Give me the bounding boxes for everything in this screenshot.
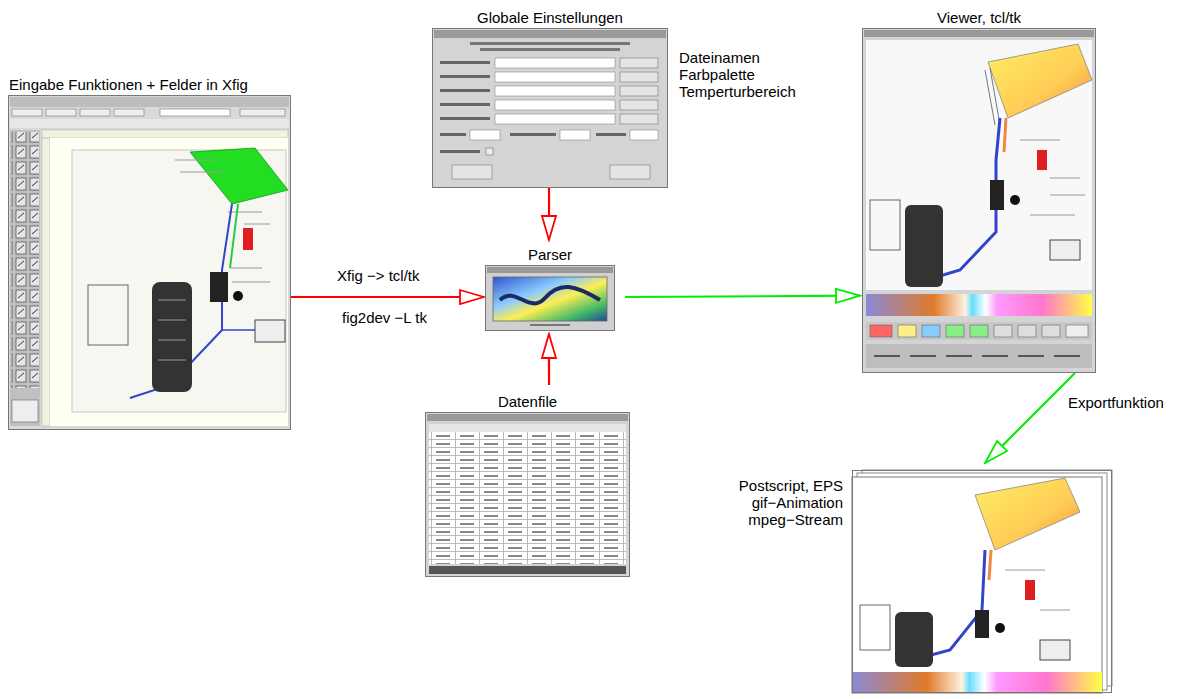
viewer-screenshot bbox=[862, 28, 1096, 373]
window-title: Eingabe Funktionen + Felder in Xfig bbox=[9, 76, 248, 93]
flow-arrow bbox=[548, 188, 550, 240]
edge-label: Xfig −> tcl/tk bbox=[335, 267, 422, 284]
window-title: Parser bbox=[528, 246, 572, 263]
screenshot-window: Parser bbox=[485, 265, 615, 331]
screenshot-window: Globale EinstellungenDateinamen Farbpale… bbox=[432, 28, 668, 188]
datafile-screenshot bbox=[425, 412, 630, 577]
screenshot-window: Postscript, EPS gif−Animation mpeg−Strea… bbox=[852, 470, 1112, 693]
flow-arrow bbox=[291, 296, 484, 298]
annotation-text: Dateinamen Farbpalette Temperturbereich bbox=[679, 49, 796, 100]
flow-arrow bbox=[625, 296, 860, 297]
settings-dialog-screenshot bbox=[432, 28, 668, 188]
edge-label: Exportfunktion bbox=[1066, 394, 1166, 411]
xfig-screenshot bbox=[8, 95, 291, 430]
window-title: Globale Einstellungen bbox=[477, 9, 623, 26]
flow-arrow bbox=[548, 334, 550, 385]
flow-arrow bbox=[985, 373, 1075, 463]
command-label: fig2dev −L tk bbox=[340, 309, 429, 326]
annotation-text: Postscript, EPS gif−Animation mpeg−Strea… bbox=[723, 477, 843, 528]
window-title: Viewer, tcl/tk bbox=[937, 9, 1021, 26]
parser-screenshot bbox=[485, 265, 615, 331]
window-title: Datenfile bbox=[498, 393, 557, 410]
export-output-stack bbox=[852, 470, 1112, 693]
screenshot-window: Datenfile bbox=[425, 412, 630, 577]
screenshot-window: Eingabe Funktionen + Felder in Xfig bbox=[8, 95, 291, 430]
screenshot-window: Viewer, tcl/tk bbox=[862, 28, 1096, 373]
